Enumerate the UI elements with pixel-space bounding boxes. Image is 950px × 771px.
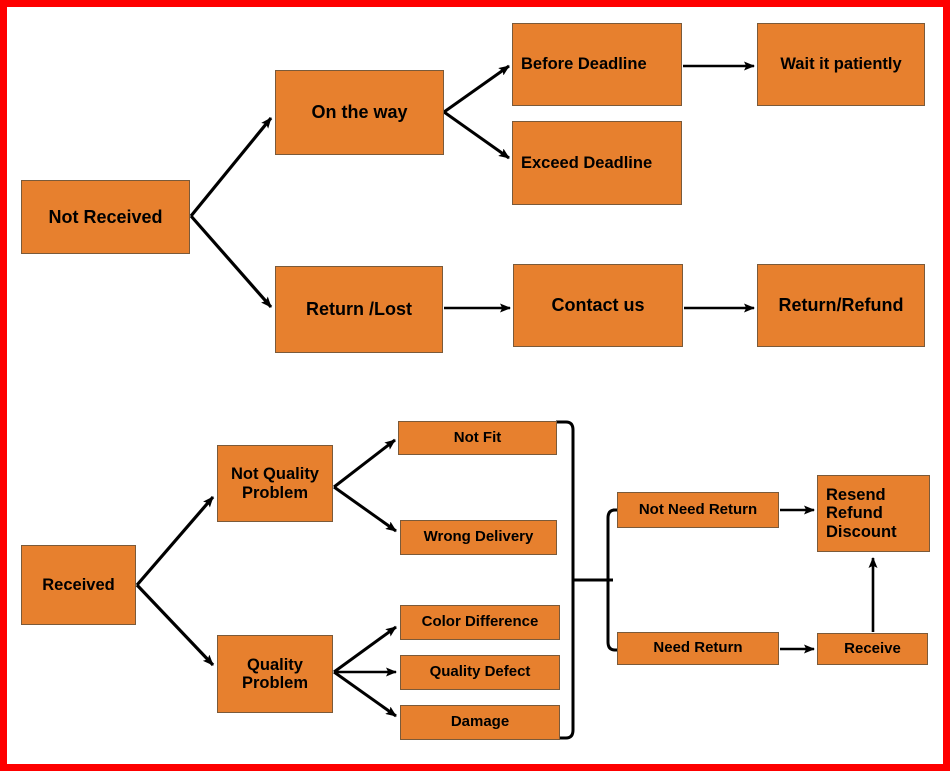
edge-qualityproblem-damage: [333, 670, 397, 718]
node-return-lost[interactable]: Return /Lost: [275, 266, 443, 353]
node-return-refund[interactable]: Return/Refund: [757, 264, 925, 347]
node-not-quality-problem[interactable]: Not Quality Problem: [217, 445, 333, 522]
node-damage[interactable]: Damage: [400, 705, 560, 740]
node-exceed-deadline[interactable]: Exceed Deadline: [512, 121, 682, 205]
edge-notqualityproblem-wrongdelivery: [333, 485, 397, 533]
edge-qualityproblem-colordifference: [333, 625, 397, 674]
edge-notreceived-returnlost: [189, 214, 273, 309]
node-receive[interactable]: Receive: [817, 633, 928, 665]
edge-received-notqualityproblem: [135, 495, 215, 587]
bracket-return-split: [606, 508, 616, 652]
node-not-received[interactable]: Not Received: [21, 180, 190, 254]
node-need-return[interactable]: Need Return: [617, 632, 779, 665]
node-contact-us[interactable]: Contact us: [513, 264, 683, 347]
node-not-need-return[interactable]: Not Need Return: [617, 492, 779, 528]
edge-received-qualityproblem: [135, 583, 215, 667]
node-resend-refund-discount[interactable]: Resend Refund Discount: [817, 475, 930, 552]
bracket-all-problems: [556, 420, 575, 740]
node-quality-defect[interactable]: Quality Defect: [400, 655, 560, 690]
edge-notqualityproblem-notfit: [333, 438, 396, 489]
edge-notreceived-ontheway: [189, 116, 273, 218]
node-not-fit[interactable]: Not Fit: [398, 421, 557, 455]
node-quality-problem[interactable]: Quality Problem: [217, 635, 333, 713]
node-on-the-way[interactable]: On the way: [275, 70, 444, 155]
node-wrong-delivery[interactable]: Wrong Delivery: [400, 520, 557, 555]
node-before-deadline[interactable]: Before Deadline: [512, 23, 682, 106]
node-received[interactable]: Received: [21, 545, 136, 625]
edge-ontheway-exceeddeadline: [443, 110, 510, 160]
node-wait-it-patiently[interactable]: Wait it patiently: [757, 23, 925, 106]
edge-ontheway-beforedeadline: [443, 64, 510, 114]
node-color-difference[interactable]: Color Difference: [400, 605, 560, 640]
